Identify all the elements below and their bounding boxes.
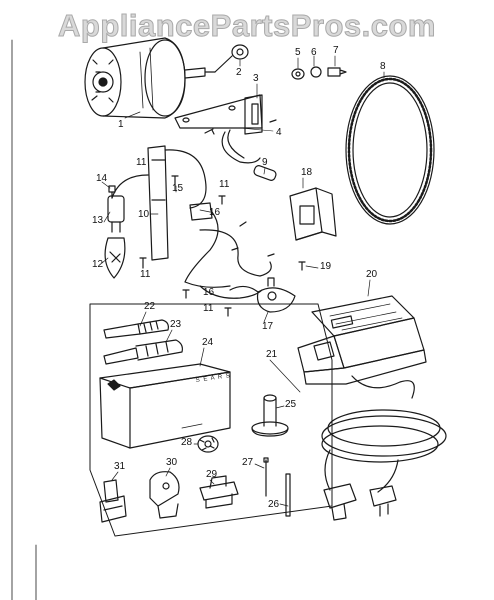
callout-18: 18 bbox=[301, 167, 313, 178]
callout-4: 4 bbox=[276, 127, 282, 138]
light-switch bbox=[229, 277, 296, 313]
callout-1: 1 bbox=[118, 119, 124, 130]
presser-foot-30 bbox=[149, 471, 180, 519]
callout-24: 24 bbox=[202, 337, 214, 348]
motor-bracket bbox=[174, 94, 263, 135]
screwdriver-large bbox=[103, 319, 169, 339]
callout-3: 3 bbox=[253, 73, 259, 84]
callout-15: 15 bbox=[172, 183, 184, 194]
needle-and-tool bbox=[263, 457, 291, 517]
callout-29: 29 bbox=[206, 469, 218, 480]
callout-2: 2 bbox=[236, 67, 242, 78]
callout-11-a: 11 bbox=[136, 157, 147, 168]
callout-21: 21 bbox=[266, 349, 278, 360]
callout-8: 8 bbox=[380, 61, 386, 72]
leader-lines bbox=[101, 55, 385, 507]
callout-5: 5 bbox=[295, 47, 301, 58]
callout-13: 13 bbox=[92, 215, 104, 226]
callout-10: 10 bbox=[138, 209, 150, 220]
callout-7: 7 bbox=[333, 45, 339, 56]
wiring-harness bbox=[184, 202, 275, 299]
callout-6: 6 bbox=[311, 47, 317, 58]
presser-foot-29 bbox=[199, 475, 239, 509]
presser-foot-31 bbox=[99, 479, 127, 523]
pulley-part bbox=[214, 44, 249, 73]
small-screws bbox=[108, 175, 306, 317]
accessory-kit-outline bbox=[89, 303, 333, 537]
callout-23: 23 bbox=[170, 319, 182, 330]
callout-25: 25 bbox=[285, 399, 297, 410]
wall-plug bbox=[369, 485, 397, 517]
callout-16-a: 16 bbox=[209, 207, 221, 218]
bobbin-plug bbox=[323, 483, 357, 521]
power-cord bbox=[321, 375, 447, 493]
callout-11-d: 11 bbox=[203, 303, 214, 314]
bobbin bbox=[197, 435, 219, 453]
callout-12: 12 bbox=[92, 259, 104, 270]
attachment-box bbox=[99, 363, 231, 449]
callout-11-b: 11 bbox=[219, 179, 230, 190]
callout-22: 22 bbox=[144, 301, 156, 312]
callout-14: 14 bbox=[96, 173, 108, 184]
callout-11-c: 11 bbox=[140, 269, 151, 280]
box-brand-label: S E A R S bbox=[195, 373, 231, 384]
terminal-block bbox=[289, 187, 337, 241]
washer-nut-screw bbox=[291, 66, 347, 80]
callout-26: 26 bbox=[268, 499, 280, 510]
callout-28: 28 bbox=[181, 437, 193, 448]
screwdriver-small bbox=[103, 339, 183, 365]
callout-9: 9 bbox=[262, 157, 268, 168]
callout-30: 30 bbox=[166, 457, 178, 468]
motor-leads bbox=[221, 129, 277, 181]
callout-16-b: 16 bbox=[203, 287, 215, 298]
screw-parts bbox=[204, 119, 277, 135]
spool-pin bbox=[251, 394, 289, 437]
callout-19: 19 bbox=[320, 261, 332, 272]
callout-20: 20 bbox=[366, 269, 378, 280]
foot-control bbox=[297, 295, 427, 385]
callout-31: 31 bbox=[114, 461, 126, 472]
watermark-text: AppliancePartsPros.com bbox=[58, 8, 436, 44]
drive-belt bbox=[345, 75, 435, 225]
callout-27: 27 bbox=[242, 457, 254, 468]
motor-part bbox=[84, 37, 216, 119]
callout-17: 17 bbox=[262, 321, 274, 332]
